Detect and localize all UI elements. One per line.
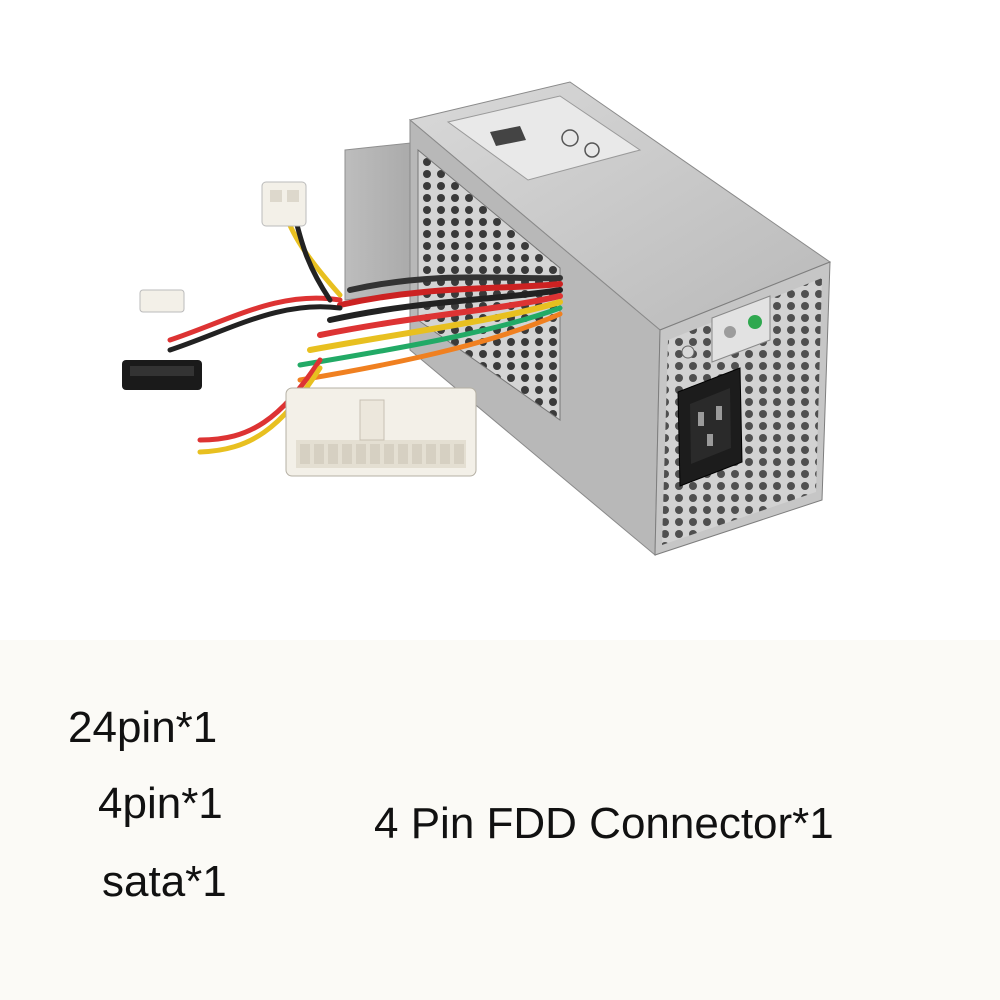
spec-sata-count: sata*1 — [102, 857, 227, 906]
front-vent-grille — [662, 278, 822, 545]
caption-panel — [0, 640, 1000, 1000]
sata-connector — [122, 360, 202, 390]
spec-label-sticker — [446, 95, 642, 181]
product-photo — [122, 81, 832, 557]
spec-4pin-count: 4pin*1 — [98, 779, 223, 828]
status-led — [748, 315, 762, 329]
barcode — [490, 126, 526, 146]
certification-mark — [561, 129, 579, 147]
fdd-connector — [139, 289, 185, 313]
test-button — [724, 326, 736, 338]
spec-24pin-count: 24pin*1 — [68, 703, 218, 752]
psu-illustration — [122, 81, 832, 557]
switch-plate — [711, 295, 771, 363]
psu-body — [408, 81, 832, 557]
psu-rear-section — [344, 141, 421, 301]
screw — [681, 345, 695, 359]
4pin-connector — [261, 181, 307, 227]
24pin-connector — [285, 387, 477, 477]
spec-fdd-connector-count: 4 Pin FDD Connector*1 — [374, 799, 834, 848]
